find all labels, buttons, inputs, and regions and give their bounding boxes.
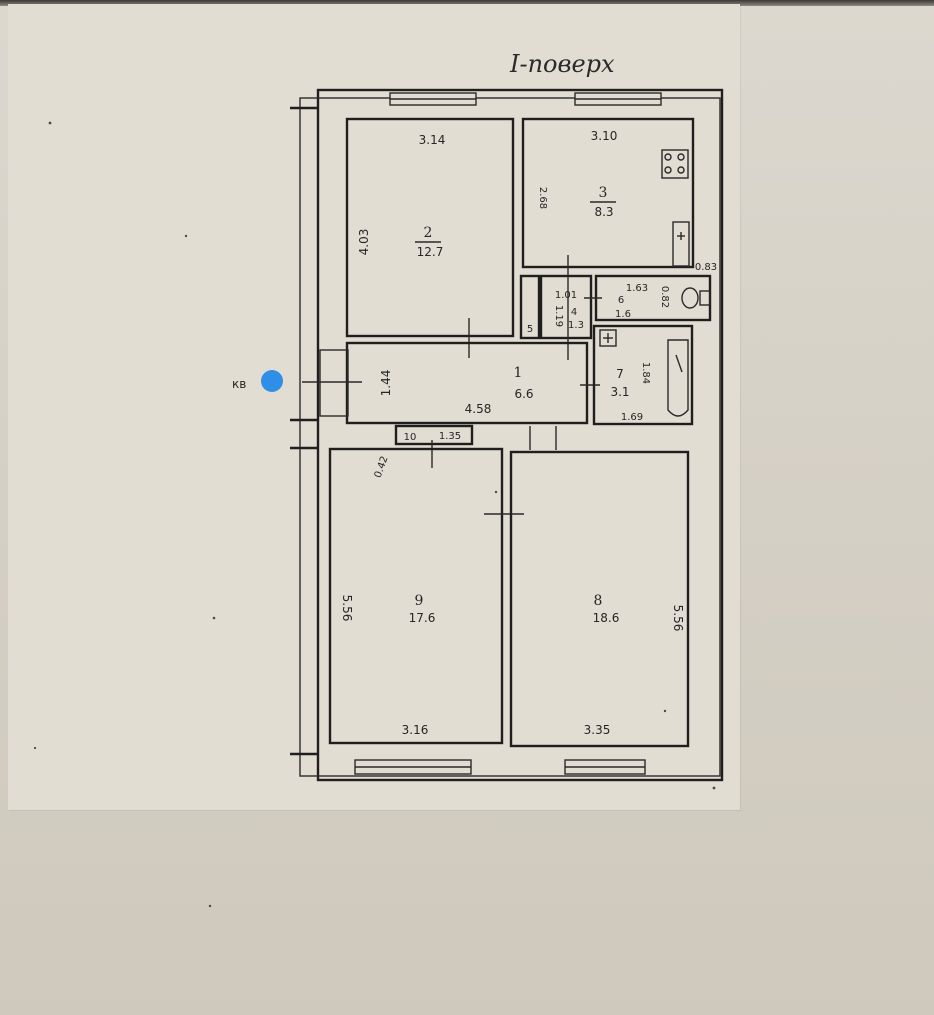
room-9-area: 17.6 (409, 611, 436, 625)
room-6-area: 1.6 (615, 309, 631, 320)
dim-r6-length: 0.82 (659, 286, 670, 308)
dim-r2-length: 4.03 (357, 229, 371, 256)
dim-r8-length: 5.56 (671, 605, 685, 632)
dim-r8-width: 3.35 (584, 723, 611, 737)
paper-specks (33, 121, 716, 908)
dim-r4-length: 1.19 (553, 305, 564, 327)
room-4-area: 1.3 (568, 320, 584, 331)
room-2 (345, 117, 515, 358)
room-4-number: 4 (571, 307, 577, 318)
dim-r9-small: 0.42 (373, 455, 391, 480)
plan-sheet (8, 4, 740, 810)
room-6-number: 6 (618, 295, 624, 306)
room-7-area: 3.1 (610, 385, 629, 399)
room-8 (509, 426, 690, 748)
location-marker-icon[interactable] (261, 370, 283, 392)
outer-walls (290, 88, 724, 782)
entrance-label: кв (232, 377, 246, 391)
room-8-area: 18.6 (593, 611, 620, 625)
room-8-number: 8 (594, 593, 603, 609)
entrance-door (319, 349, 349, 417)
toilet-icon (681, 287, 699, 309)
room-1-number: 1 (514, 365, 523, 381)
photo-top-edge (0, 0, 934, 6)
dim-r4-width: 1.01 (555, 290, 577, 301)
room-7-number: 7 (616, 367, 624, 381)
room-2-area: 12.7 (417, 245, 444, 259)
floor-title: I-поверх (509, 50, 615, 78)
dim-r10-width: 1.35 (439, 431, 461, 442)
dim-r2-width: 3.14 (419, 133, 446, 147)
dim-r7-width: 1.69 (621, 412, 643, 423)
dim-r3-side: 0.83 (695, 262, 717, 273)
room-10-number: 10 (404, 432, 417, 443)
room-2-number: 2 (424, 225, 433, 241)
room-4 (539, 255, 593, 360)
room-5 (519, 274, 541, 340)
room-7 (592, 324, 694, 426)
dim-r7-length: 1.84 (640, 362, 651, 384)
dim-r6-width: 1.63 (626, 283, 648, 294)
room-1 (302, 341, 600, 425)
dim-r3-length: 2.68 (537, 187, 548, 209)
room-9 (328, 447, 524, 745)
dim-r3-width: 3.10 (591, 129, 618, 143)
room-1-area: 6.6 (514, 387, 533, 401)
room-10 (394, 424, 474, 468)
dim-r1-length: 1.44 (379, 370, 393, 397)
room-9-number: 9 (415, 593, 424, 609)
room-3-number: 3 (599, 185, 608, 201)
room-3 (521, 117, 695, 269)
room-5-number: 5 (527, 324, 533, 335)
sink-icon (672, 221, 690, 267)
windows (354, 92, 662, 775)
dim-r9-width: 3.16 (402, 723, 429, 737)
dim-r1-width: 4.58 (465, 402, 492, 416)
dim-r9-length: 5.56 (340, 595, 354, 622)
stove-icon (661, 149, 689, 179)
room-3-area: 8.3 (594, 205, 613, 219)
bathtub-icon (667, 339, 689, 417)
room-6 (584, 274, 712, 322)
